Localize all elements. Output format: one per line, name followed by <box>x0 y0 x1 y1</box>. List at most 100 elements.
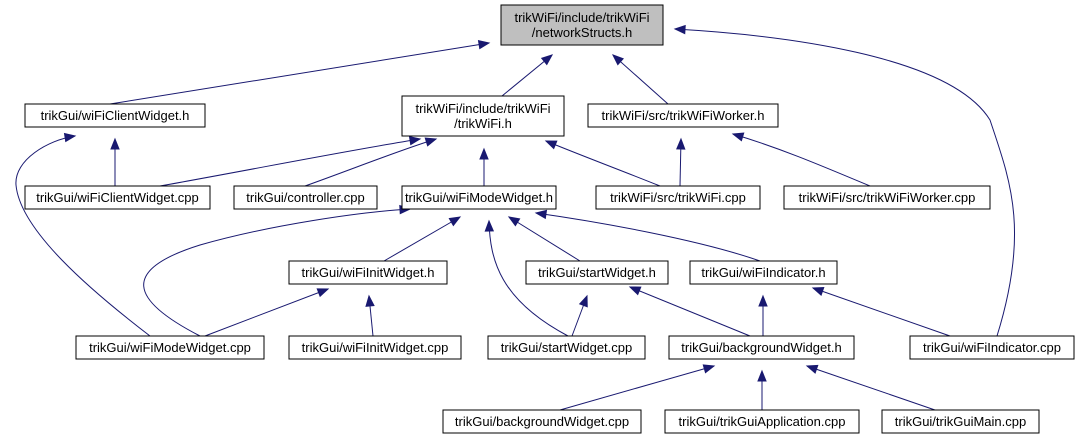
node-label: trikGui/wiFiInitWidget.cpp <box>302 340 449 355</box>
node-box <box>24 103 206 128</box>
node-label: trikGui/wiFiClientWidget.cpp <box>36 190 199 205</box>
node-bw-h[interactable]: trikGui/backgroundWidget.h <box>668 335 855 360</box>
arrow-head <box>484 219 495 232</box>
node-box <box>487 335 646 360</box>
edge-trikwifi_cpp-to-trikwifi_h <box>544 140 661 187</box>
node-worker-cpp[interactable]: trikWiFi/src/trikWiFiWorker.cpp <box>783 185 991 210</box>
edge-sw_cpp-to-wmw_h <box>484 219 569 337</box>
node-wmw-h[interactable]: trikGui/wiFiModeWidget.h <box>401 185 557 210</box>
node-main-cpp[interactable]: trikGui/trikGuiMain.cpp <box>881 409 1040 434</box>
node-wi-cpp[interactable]: trikGui/wiFiIndicator.cpp <box>909 335 1075 360</box>
arrow-head <box>673 24 686 35</box>
node-box <box>689 260 838 285</box>
edge-bw_cpp-to-bw_h <box>559 364 716 411</box>
node-trikwifi-cpp[interactable]: trikWiFi/src/trikWiFi.cpp <box>595 185 761 210</box>
edge-worker_h-to-root <box>611 54 669 105</box>
edge-line <box>806 365 936 411</box>
edge-line <box>812 287 951 337</box>
edge-line <box>545 140 661 187</box>
node-box <box>442 409 642 434</box>
arrow-head <box>731 132 745 142</box>
node-box <box>401 95 565 137</box>
node-box <box>233 185 378 210</box>
node-label: trikGui/trikGuiApplication.cpp <box>679 414 846 429</box>
arrow-head <box>316 288 330 298</box>
edge-sw_cpp-to-sw_h <box>571 294 588 337</box>
edge-line <box>159 138 421 187</box>
arrow-head <box>628 286 642 296</box>
edge-controller_cpp-to-trikwifi_h <box>304 137 438 187</box>
arrow-head <box>63 132 77 143</box>
node-label: trikGui/wiFiIndicator.h <box>701 265 825 280</box>
arrow-head <box>757 369 767 382</box>
arrow-head <box>611 54 624 66</box>
node-wmw-cpp[interactable]: trikGui/wiFiModeWidget.cpp <box>75 335 265 360</box>
node-box <box>500 4 664 46</box>
edge-bw_h-to-wi_h <box>758 294 768 336</box>
node-wcw-h[interactable]: trikGui/wiFiClientWidget.h <box>24 103 206 128</box>
arrow-head <box>424 137 438 147</box>
node-bw-cpp[interactable]: trikGui/backgroundWidget.cpp <box>442 409 642 434</box>
node-label: trikWiFi/include/trikWiFi <box>514 10 649 25</box>
node-label: trikGui/controller.cpp <box>246 190 365 205</box>
arrow-head <box>110 137 120 150</box>
node-label: trikGui/backgroundWidget.cpp <box>455 414 629 429</box>
node-controller-cpp[interactable]: trikGui/controller.cpp <box>233 185 378 210</box>
node-label: trikGui/wiFiClientWidget.h <box>41 108 190 123</box>
edge-wiw_h-to-wmw_h <box>383 216 462 262</box>
edge-sw_h-to-wmw_h <box>507 216 581 262</box>
edge-trikwifi_cpp-to-worker_h <box>676 137 686 187</box>
arrow-head <box>477 39 491 50</box>
edge-wcw_cpp-to-wcw_h <box>110 137 120 186</box>
node-box <box>668 335 855 360</box>
edge-line <box>535 212 761 262</box>
edge-wi_h-to-wmw_h <box>534 209 761 262</box>
edge-wiw_cpp-to-wiw_h <box>365 294 375 337</box>
arrow-head <box>507 216 521 227</box>
node-worker-h[interactable]: trikWiFi/src/trikWiFiWorker.h <box>587 103 779 128</box>
arrow-head <box>702 364 716 374</box>
node-sw-h[interactable]: trikGui/startWidget.h <box>525 260 669 285</box>
node-trikwifi-h[interactable]: trikWiFi/include/trikWiFi/trikWiFi.h <box>401 95 565 137</box>
edge-line <box>109 42 490 105</box>
arrow-head <box>365 294 375 307</box>
edge-line <box>629 286 751 337</box>
edge-wmw_cpp-to-wiw_h <box>204 288 330 337</box>
node-wcw-cpp[interactable]: trikGui/wiFiClientWidget.cpp <box>24 185 211 210</box>
edge-line <box>501 54 553 97</box>
node-box <box>401 185 557 210</box>
node-wi-h[interactable]: trikGui/wiFiIndicator.h <box>689 260 838 285</box>
edge-wcw_cpp-to-trikwifi_h <box>159 135 422 187</box>
node-wiw-cpp[interactable]: trikGui/wiFiInitWidget.cpp <box>288 335 462 360</box>
edge-app_cpp-to-bw_h <box>757 369 767 410</box>
node-box <box>587 103 779 128</box>
edge-trikwifi_h-to-root <box>501 54 554 97</box>
arrow-head <box>544 140 558 150</box>
node-box <box>664 409 860 434</box>
node-box <box>288 260 448 285</box>
arrow-head <box>448 216 462 227</box>
nodes-layer: trikWiFi/include/trikWiFi/networkStructs… <box>24 4 1075 434</box>
edge-line <box>143 208 411 337</box>
node-label: trikGui/backgroundWidget.h <box>681 340 841 355</box>
node-root[interactable]: trikWiFi/include/trikWiFi/networkStructs… <box>500 4 664 46</box>
node-label: trikGui/wiFiInitWidget.h <box>302 265 435 280</box>
node-label: trikGui/wiFiModeWidget.h <box>405 190 553 205</box>
edge-line <box>488 220 569 337</box>
edge-worker_cpp-to-worker_h <box>731 132 871 187</box>
edge-bw_h-to-sw_h <box>628 286 751 337</box>
node-box <box>881 409 1040 434</box>
node-app-cpp[interactable]: trikGui/trikGuiApplication.cpp <box>664 409 860 434</box>
node-wiw-h[interactable]: trikGui/wiFiInitWidget.h <box>288 260 448 285</box>
edge-line <box>612 54 669 105</box>
node-box <box>595 185 761 210</box>
edge-line <box>674 28 1016 337</box>
edge-line <box>304 138 437 187</box>
node-label: trikWiFi/src/trikWiFi.cpp <box>610 190 746 205</box>
edge-line <box>204 288 329 337</box>
node-sw-cpp[interactable]: trikGui/startWidget.cpp <box>487 335 646 360</box>
arrow-head <box>811 287 825 296</box>
edge-wmw_h-to-trikwifi_h <box>479 147 489 186</box>
node-label: trikGui/wiFiModeWidget.cpp <box>89 340 251 355</box>
